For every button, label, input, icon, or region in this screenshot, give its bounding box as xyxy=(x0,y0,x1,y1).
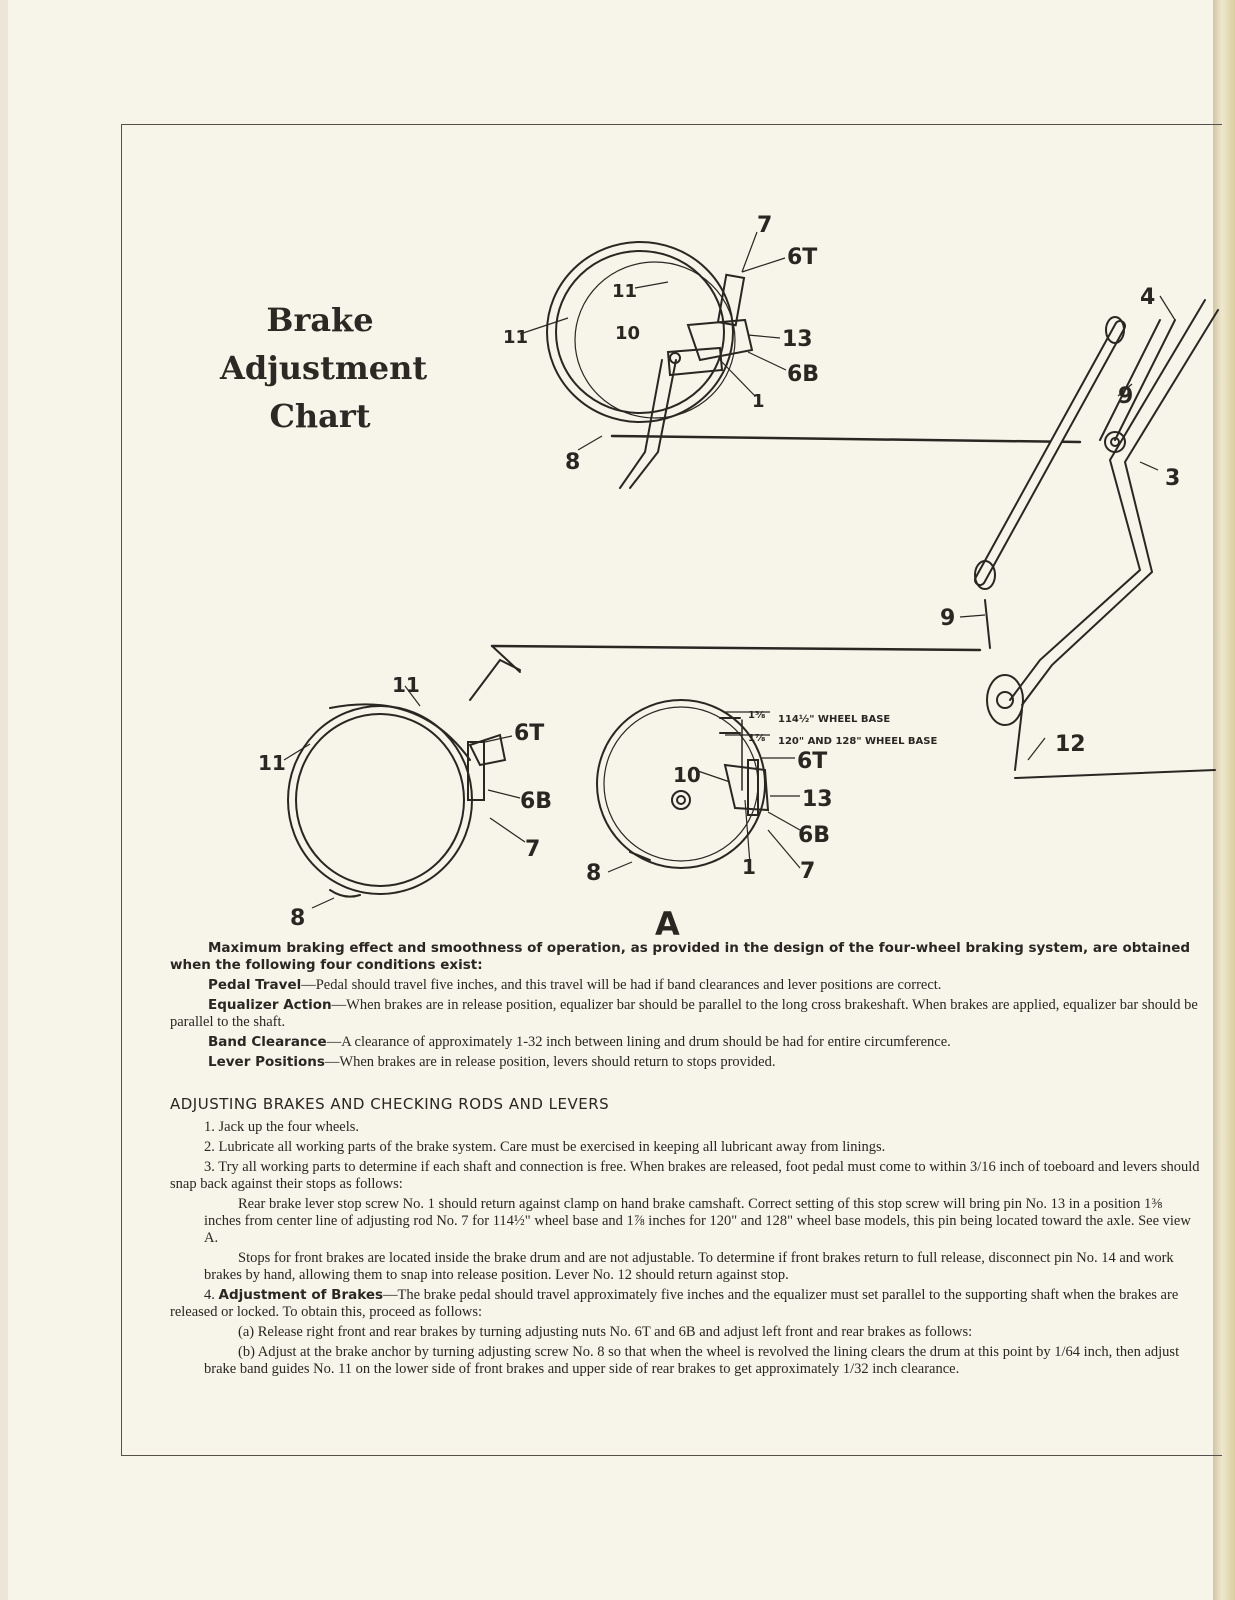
label-right-4: 4 xyxy=(1140,285,1155,310)
brake-diagram: 7 6T 11 11 10 13 6B 1 8 4 9 3 9 12 11 11… xyxy=(258,213,1219,940)
label-top-11a: 11 xyxy=(612,281,637,302)
condition-text: —A clearance of approximately 1-32 inch … xyxy=(326,1034,951,1050)
label-a-6T: 6T xyxy=(797,749,827,774)
step-3-front-stop: Stops for front brakes are located insid… xyxy=(204,1250,1174,1283)
wheel-base-114-label: 114½" WHEEL BASE xyxy=(778,714,890,725)
dim-1-7-8: 1⅞ xyxy=(748,733,765,744)
label-a-6B: 6B xyxy=(798,823,830,848)
brake-rod xyxy=(490,644,982,652)
label-top-11b: 11 xyxy=(503,327,528,348)
label-top-10: 10 xyxy=(615,323,640,344)
condition-equalizer-action: Equalizer Action—When brakes are in rele… xyxy=(170,997,1200,1031)
cross-shaft xyxy=(974,299,1219,779)
dim-1-3-8: 1⅜ xyxy=(748,710,765,721)
label-top-6T: 6T xyxy=(787,245,817,270)
step-3: 3. Try all working parts to determine if… xyxy=(170,1159,1200,1192)
chart-frame xyxy=(121,124,1222,1456)
label-right-3: 3 xyxy=(1165,466,1180,491)
page xyxy=(8,0,1213,1600)
title-line-3: Chart xyxy=(269,397,371,435)
instructions-text: Maximum braking effect and smoothness of… xyxy=(170,940,1200,1381)
title-line-2: Adjustment xyxy=(220,349,428,387)
top-brake-drum xyxy=(546,241,1082,489)
label-top-13: 13 xyxy=(782,327,813,352)
wheel-base-120-label: 120" AND 128" WHEEL BASE xyxy=(778,736,938,747)
section-heading: ADJUSTING BRAKES AND CHECKING RODS AND L… xyxy=(170,1095,610,1113)
condition-text: —Pedal should travel five inches, and th… xyxy=(301,977,942,993)
step-4: 4. Adjustment of Brakes—The brake pedal … xyxy=(170,1287,1200,1321)
label-a-8: 8 xyxy=(586,861,601,886)
label-right-9a: 9 xyxy=(1118,384,1133,409)
condition-lever-positions: Lever Positions—When brakes are in relea… xyxy=(170,1054,1200,1071)
step-4-number: 4. xyxy=(204,1287,215,1303)
step-2: 2. Lubricate all working parts of the br… xyxy=(204,1139,886,1155)
label-a-1: 1 xyxy=(742,855,756,879)
step-4-term: Adjustment of Brakes xyxy=(218,1287,384,1303)
label-left-6B: 6B xyxy=(520,789,552,814)
condition-term: Lever Positions xyxy=(208,1054,325,1070)
label-top-8: 8 xyxy=(565,450,580,475)
label-left-7: 7 xyxy=(525,837,540,862)
step-4-text: —The brake pedal should travel approxima… xyxy=(170,1287,1179,1320)
step-4a: (a) Release right front and rear brakes … xyxy=(238,1324,973,1340)
step-3-rear-stop: Rear brake lever stop screw No. 1 should… xyxy=(204,1196,1191,1246)
condition-term: Band Clearance xyxy=(208,1034,327,1050)
book-spine xyxy=(1213,0,1235,1600)
title-line-1: Brake xyxy=(266,301,374,339)
label-left-11b: 11 xyxy=(258,751,286,775)
condition-text: —When brakes are in release position, le… xyxy=(324,1054,776,1070)
view-a-brake-drum xyxy=(596,699,770,869)
left-brake-drum xyxy=(287,658,521,898)
condition-term: Pedal Travel xyxy=(208,977,302,993)
label-top-1: 1 xyxy=(752,391,765,412)
label-top-7: 7 xyxy=(757,213,772,238)
step-4b: (b) Adjust at the brake anchor by turnin… xyxy=(204,1344,1180,1377)
label-left-8: 8 xyxy=(290,906,305,931)
label-left-6T: 6T xyxy=(514,721,544,746)
label-right-9b: 9 xyxy=(940,606,955,631)
step-1: 1. Jack up the four wheels. xyxy=(204,1119,360,1135)
label-a-13: 13 xyxy=(802,787,833,812)
condition-term: Equalizer Action xyxy=(208,997,332,1013)
intro-paragraph: Maximum braking effect and smoothness of… xyxy=(170,940,1191,973)
label-right-12: 12 xyxy=(1055,732,1086,757)
label-a-7: 7 xyxy=(800,859,815,884)
condition-pedal-travel: Pedal Travel—Pedal should travel five in… xyxy=(170,977,1200,994)
label-top-6B: 6B xyxy=(787,362,819,387)
label-left-11a: 11 xyxy=(392,673,420,697)
condition-band-clearance: Band Clearance—A clearance of approximat… xyxy=(170,1034,1200,1051)
condition-text: —When brakes are in release position, eq… xyxy=(170,997,1198,1030)
view-a-label: A xyxy=(655,905,680,940)
label-a-10: 10 xyxy=(673,763,701,787)
chart-title: Brake Adjustment Chart xyxy=(220,296,428,440)
